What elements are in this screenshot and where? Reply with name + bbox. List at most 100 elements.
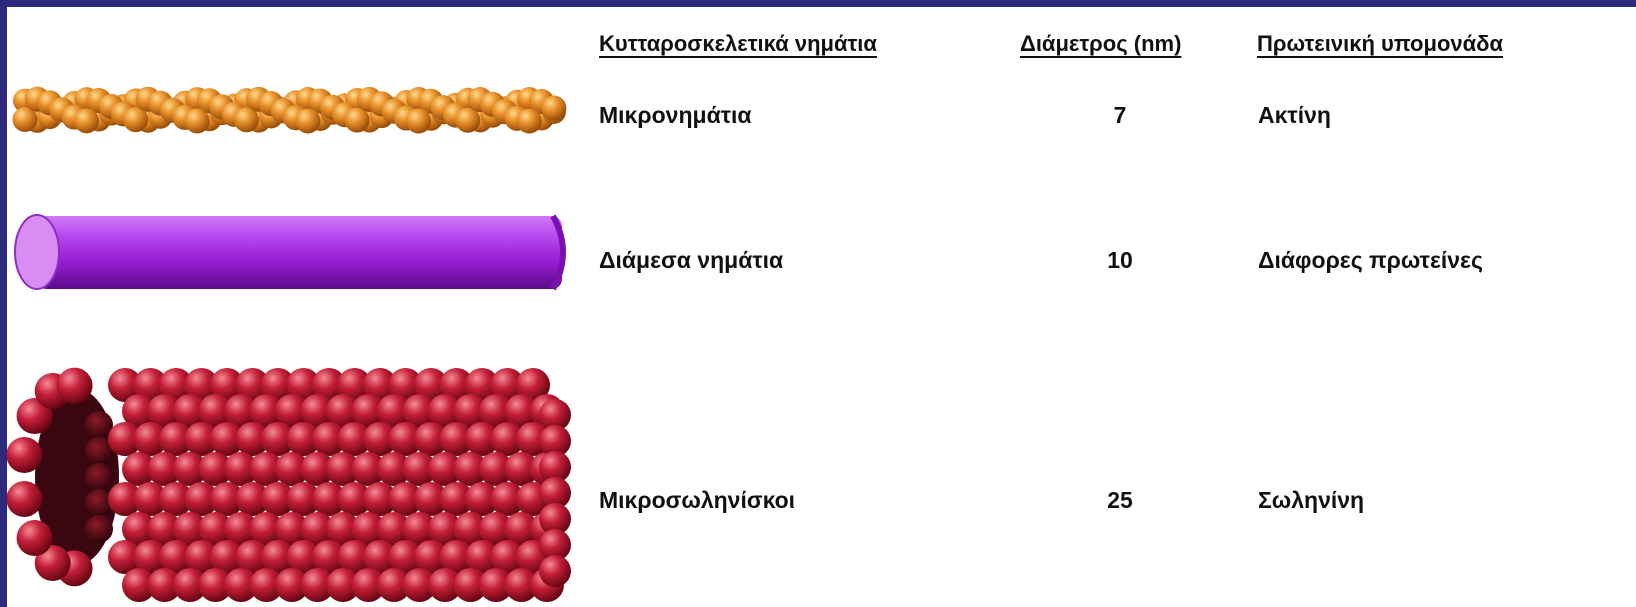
tubulin-bead <box>453 568 488 602</box>
tubulin-bead <box>439 540 474 574</box>
tubulin-bead <box>377 512 411 546</box>
tubulin-bead <box>85 463 113 491</box>
tubulin-bead <box>490 422 525 456</box>
tubulin-bead <box>108 422 142 456</box>
row-microtubules-subunit: Σωληνίνη <box>1258 487 1365 513</box>
row-intermediate-subunit: Διάφορες πρωτείνες <box>1258 247 1483 273</box>
tubulin-bead <box>465 368 499 402</box>
tubulin-bead <box>184 422 219 456</box>
actin-bead <box>184 108 210 134</box>
tubulin-bead <box>159 422 193 456</box>
tubulin-bead <box>465 540 499 574</box>
tubulin-bead <box>85 489 113 517</box>
tubulin-bead <box>122 512 156 546</box>
tubulin-bead <box>122 568 156 602</box>
tubulin-bead <box>439 368 474 402</box>
tubulin-bead <box>173 452 207 486</box>
tubulin-bead <box>235 422 270 456</box>
tubulin-bead <box>7 436 43 473</box>
tubulin-bead <box>363 540 397 574</box>
tubulin-bead <box>312 482 346 516</box>
microtubule-illustration <box>7 367 571 602</box>
tubulin-bead <box>7 481 43 518</box>
tubulin-bead <box>377 452 411 486</box>
tubulin-bead <box>504 512 539 546</box>
tubulin-bead <box>504 568 539 602</box>
actin-bead <box>74 108 99 134</box>
tubulin-bead <box>159 482 193 516</box>
tubulin-bead <box>414 540 448 574</box>
tubulin-bead <box>224 394 258 428</box>
row-intermediate-diameter: 10 <box>1107 247 1133 273</box>
tubulin-bead <box>351 568 386 602</box>
tubulin-bead <box>249 452 284 486</box>
tubulin-bead <box>122 452 156 486</box>
actin-bead <box>344 107 370 133</box>
header-filaments: Κυτταροσκελετικά νημάτια <box>599 31 877 56</box>
header-subunit: Πρωτεινική υπομονάδα <box>1257 31 1504 56</box>
tubulin-bead <box>439 482 474 516</box>
tubulin-bead <box>34 545 71 582</box>
tubulin-bead <box>210 482 244 516</box>
tubulin-bead <box>184 540 219 574</box>
tubulin-bead <box>147 568 182 602</box>
tubulin-bead <box>479 568 513 602</box>
row-microfilaments-name: Μικρονημάτια <box>599 102 752 128</box>
tubulin-bead <box>337 540 372 574</box>
tubulin-bead <box>300 512 335 546</box>
tubulin-bead <box>224 452 258 486</box>
tubulin-bead <box>402 394 437 428</box>
tubulin-bead <box>490 540 525 574</box>
tubulin-bead <box>286 422 321 456</box>
tubulin-bead <box>516 368 550 402</box>
tubulin-bead <box>326 568 360 602</box>
tubulin-bead <box>261 482 295 516</box>
tubulin-bead <box>363 422 397 456</box>
tubulin-bead <box>490 482 525 516</box>
tubulin-bead <box>428 512 462 546</box>
actin-bead <box>12 106 38 132</box>
tubulin-bead <box>275 452 309 486</box>
tubulin-bead <box>326 452 360 486</box>
tubulin-bead <box>133 540 168 574</box>
tubulin-bead <box>539 503 571 535</box>
intermediate-filament-illustration <box>14 214 566 291</box>
tubulin-bead <box>439 422 474 456</box>
tubulin-bead <box>173 512 207 546</box>
tubulin-bead <box>173 568 207 602</box>
tubulin-bead <box>504 452 539 486</box>
tubulin-bead <box>235 540 270 574</box>
actin-bead <box>406 108 432 134</box>
tubulin-bead <box>312 368 346 402</box>
tubulin-bead <box>388 368 423 402</box>
tubulin-bead <box>539 477 571 509</box>
tubulin-bead <box>453 452 488 486</box>
tubulin-bead <box>147 394 182 428</box>
tubulin-bead <box>453 512 488 546</box>
tubulin-bead <box>108 540 142 574</box>
tubulin-bead <box>261 368 295 402</box>
tubulin-bead <box>414 482 448 516</box>
header-diameter: Διάμετρος (nm) <box>1020 31 1182 56</box>
actin-bead <box>516 108 542 134</box>
tubulin-bead <box>351 452 386 486</box>
tubulin-bead <box>16 397 53 434</box>
tubulin-bead <box>465 482 499 516</box>
actin-bead <box>455 107 481 133</box>
tubulin-bead <box>479 394 513 428</box>
actin-bead <box>123 107 149 133</box>
tubulin-bead <box>147 452 182 486</box>
tubulin-bead <box>428 394 462 428</box>
slide-frame: Κυτταροσκελετικά νημάτια Διάμετρος (nm) … <box>7 7 1636 607</box>
tubulin-bead <box>198 512 233 546</box>
tubulin-bead <box>388 540 423 574</box>
tubulin-bead <box>286 482 321 516</box>
row-microtubules-diameter: 25 <box>1107 487 1133 513</box>
tubulin-bead <box>312 422 346 456</box>
tubulin-bead <box>198 568 233 602</box>
tubulin-bead <box>16 520 53 557</box>
tubulin-bead <box>377 394 411 428</box>
tubulin-bead <box>479 452 513 486</box>
tubulin-bead <box>275 394 309 428</box>
tubulin-bead <box>300 394 335 428</box>
